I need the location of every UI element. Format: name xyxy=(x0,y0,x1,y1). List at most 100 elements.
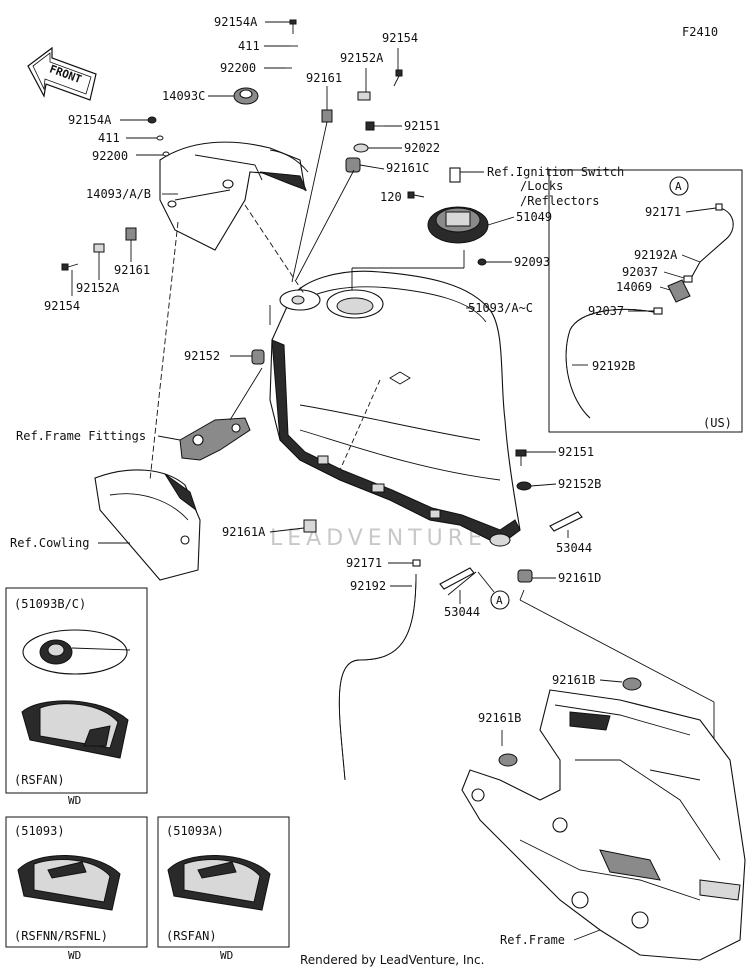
label-92022: 92022 xyxy=(404,141,440,155)
damper-92161c xyxy=(345,157,361,173)
marker-a-main: A xyxy=(490,590,510,610)
ignition-pin xyxy=(449,167,461,183)
svg-text:A: A xyxy=(496,594,503,607)
label-53044-mid: 53044 xyxy=(444,605,480,619)
label-92171-mid: 92171 xyxy=(346,556,382,570)
svg-text:WD: WD xyxy=(220,949,233,962)
collar-92152-mid xyxy=(251,349,265,365)
screw-92154a-left xyxy=(147,116,157,124)
collar-92152b xyxy=(516,481,532,491)
ref-ignition-switch: Ref.Ignition Switch xyxy=(487,165,624,179)
washer-92200-left xyxy=(162,151,170,157)
svg-text:92192A: 92192A xyxy=(634,248,678,262)
diagram-code: F2410 xyxy=(682,25,718,39)
washer-92022 xyxy=(353,143,369,153)
label-51093-ac: 51093/A~C xyxy=(468,301,533,315)
ref-frame: Ref.Frame xyxy=(500,933,565,947)
svg-text:92037: 92037 xyxy=(622,265,658,279)
screw-92154a-top xyxy=(289,19,297,34)
label-92154a-left: 92154A xyxy=(68,113,112,127)
label-14093c: 14093C xyxy=(162,89,205,103)
svg-text:WD: WD xyxy=(68,949,81,962)
cowling xyxy=(94,469,201,581)
label-92152-mid: 92152 xyxy=(184,349,220,363)
ref-locks: /Locks xyxy=(520,179,563,193)
label-92161c: 92161C xyxy=(386,161,429,175)
svg-text:(51093): (51093) xyxy=(14,824,65,838)
label-92161-left: 92161 xyxy=(114,263,150,277)
svg-text:WD: WD xyxy=(68,794,81,807)
screw-92154-left xyxy=(61,263,79,271)
grommet-92161-left xyxy=(125,227,137,241)
frame-fittings xyxy=(179,417,251,461)
footer-credit: Rendered by LeadVenture, Inc. xyxy=(300,953,484,967)
label-92151-top: 92151 xyxy=(404,119,440,133)
label-92154-top: 92154 xyxy=(382,31,418,45)
label-92200-left: 92200 xyxy=(92,149,128,163)
grommet-92161-top xyxy=(321,109,333,123)
label-14093ab: 14093/A/B xyxy=(86,187,151,201)
svg-text:92037: 92037 xyxy=(588,304,624,318)
svg-text:(RSFNN/RSFNL): (RSFNN/RSFNL) xyxy=(14,929,108,943)
collar-92152a-top xyxy=(357,91,371,101)
bolt-92151-top xyxy=(365,121,384,131)
label-92161a: 92161A xyxy=(222,525,266,539)
label-92192: 92192 xyxy=(350,579,386,593)
svg-text:(51093A): (51093A) xyxy=(166,824,224,838)
hose-92192 xyxy=(338,573,417,781)
svg-text:92171: 92171 xyxy=(645,205,681,219)
part-labels: 92154A 411 92200 92154 92152A 92161 1409… xyxy=(10,15,624,947)
clip-92171-mid xyxy=(412,559,421,567)
svg-text:(US): (US) xyxy=(703,416,732,430)
frame xyxy=(461,689,746,961)
svg-text:14069: 14069 xyxy=(616,280,652,294)
label-92161-top: 92161 xyxy=(306,71,342,85)
fuel-cap-51049 xyxy=(427,206,489,244)
front-arrow-icon: FRONT xyxy=(27,46,97,101)
ref-cowling: Ref.Cowling xyxy=(10,536,89,550)
label-92161d: 92161D xyxy=(558,571,601,585)
label-411-left: 411 xyxy=(98,131,120,145)
hose-53044-right xyxy=(549,511,583,532)
screw-120 xyxy=(407,191,425,199)
label-92152a-top: 92152A xyxy=(340,51,384,65)
label-92161b-right: 92161B xyxy=(552,673,595,687)
label-92154a-top: 92154A xyxy=(214,15,258,29)
washer-411-left xyxy=(156,135,164,141)
svg-text:(51093B/C): (51093B/C) xyxy=(14,597,86,611)
label-92154-left: 92154 xyxy=(44,299,80,313)
label-120: 120 xyxy=(380,190,402,204)
label-92093: 92093 xyxy=(514,255,550,269)
ref-frame-fittings: Ref.Frame Fittings xyxy=(16,429,146,443)
svg-text:A: A xyxy=(675,180,682,193)
side-cover-14093 xyxy=(159,141,309,251)
inset-us: A 92171 92192A 92037 14069 92037 92192B … xyxy=(548,169,743,433)
svg-text:92192B: 92192B xyxy=(592,359,635,373)
ref-reflectors: /Reflectors xyxy=(520,194,599,208)
damper-92161b-left xyxy=(498,753,518,767)
hose-53044-mid xyxy=(439,567,475,590)
variant-box-3: (51093A) (RSFAN) WD xyxy=(157,816,290,962)
label-51049: 51049 xyxy=(516,210,552,224)
label-92151-mid: 92151 xyxy=(558,445,594,459)
label-411-top: 411 xyxy=(238,39,260,53)
damper-92161a xyxy=(303,519,317,533)
damper-92161d xyxy=(517,569,533,583)
bolt-92151-mid xyxy=(515,449,527,466)
svg-text:(RSFAN): (RSFAN) xyxy=(14,773,65,787)
variant-box-2: (51093) (RSFNN/RSFNL) WD xyxy=(5,816,148,962)
svg-text:(RSFAN): (RSFAN) xyxy=(166,929,217,943)
damper-92161b-right xyxy=(622,677,642,691)
label-92152b: 92152B xyxy=(558,477,601,491)
screw-92154-top xyxy=(393,69,403,87)
label-92200-top: 92200 xyxy=(220,61,256,75)
label-53044-right: 53044 xyxy=(556,541,592,555)
label-92152a-left: 92152A xyxy=(76,281,120,295)
clip-92093 xyxy=(477,258,487,266)
watermark-text: LEADVENTURE xyxy=(270,526,487,551)
grommet-14093c xyxy=(233,87,259,105)
collar-92152a-left xyxy=(93,243,105,253)
variant-box-1: (51093B/C) (RSFAN) WD xyxy=(5,587,148,807)
